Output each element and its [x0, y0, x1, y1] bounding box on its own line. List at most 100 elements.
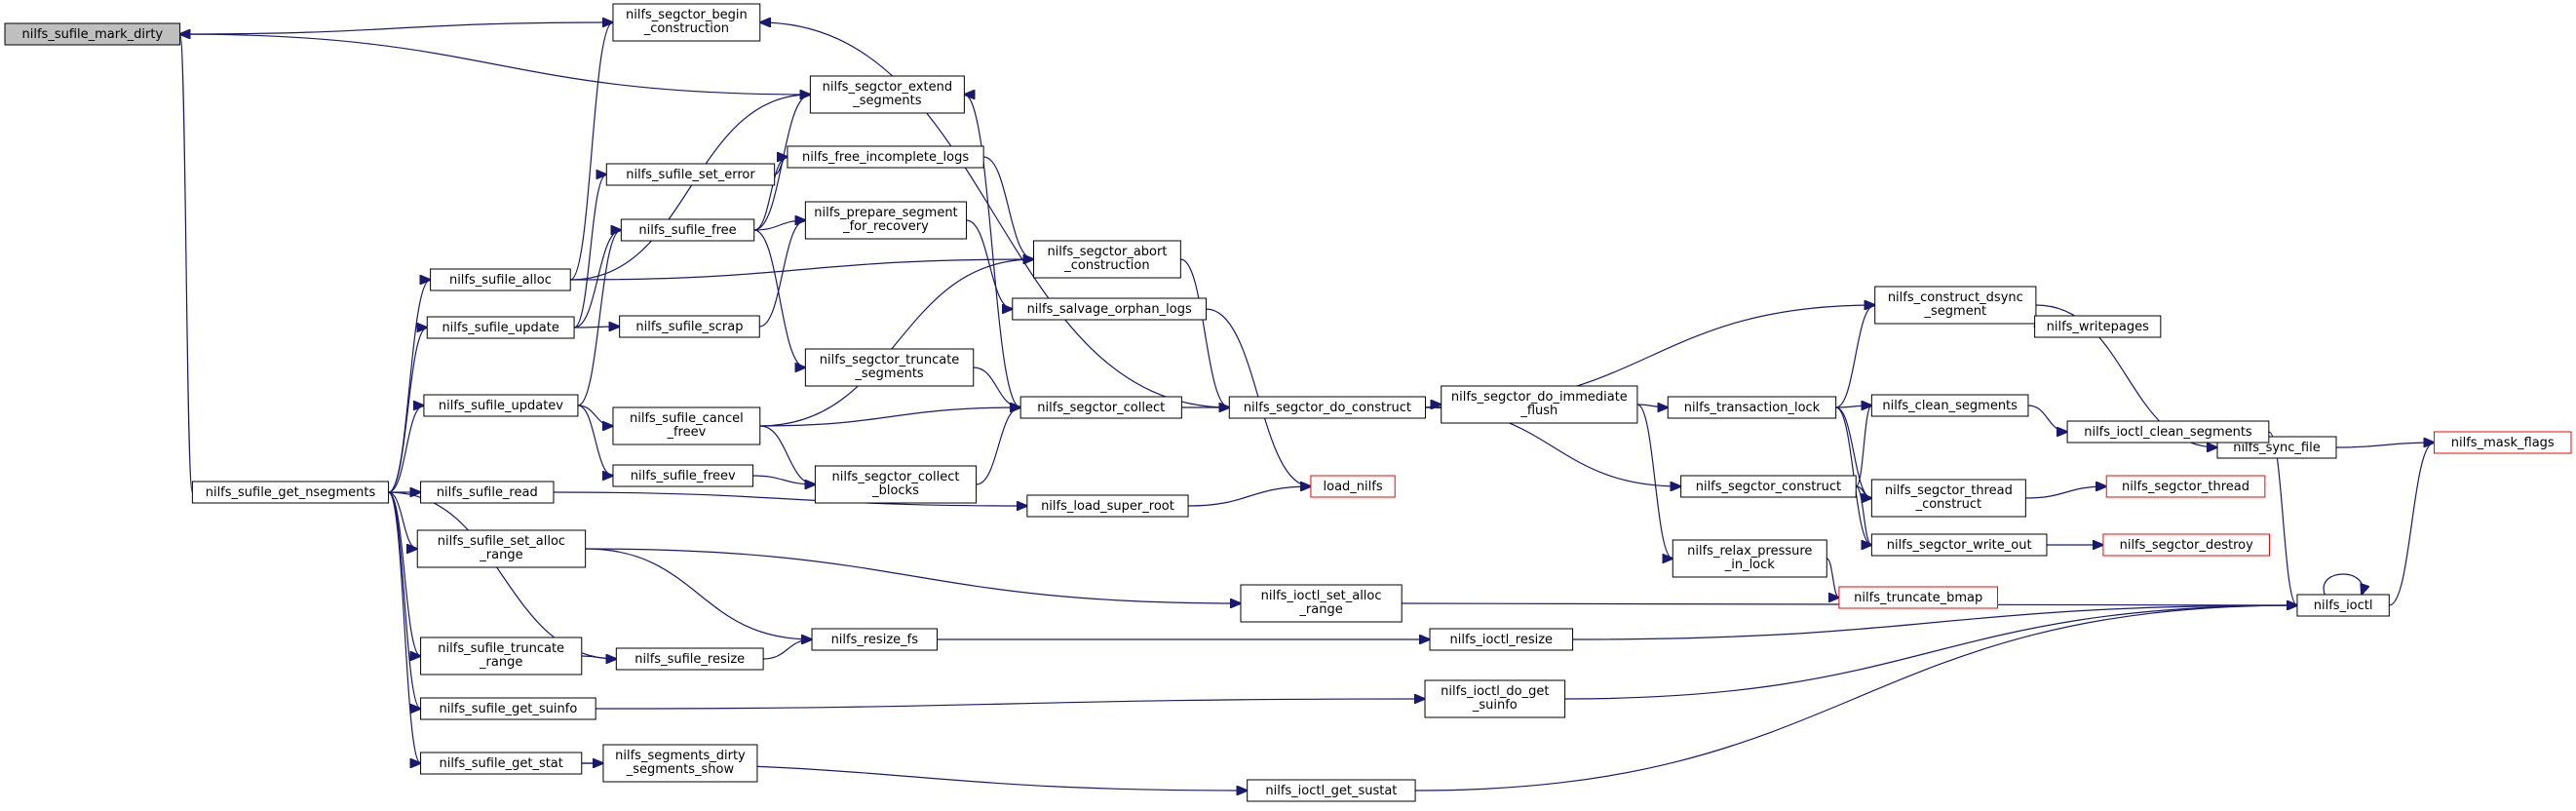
node-get-suinfo[interactable]: nilfs_sufile_get_suinfo [420, 697, 596, 720]
node-salvage-orphan-logs[interactable]: nilfs_salvage_orphan_logs [1012, 297, 1208, 321]
node-ioctl[interactable]: nilfs_ioctl [2296, 594, 2390, 617]
edge-sufile-updatev-to-sufile-freev [577, 405, 613, 476]
edge-transaction-lock-to-clean-segments [1835, 406, 1872, 407]
edge-get-nsegments-to-get-suinfo [388, 491, 421, 709]
edge-sufile-update-to-sufile-scrap [574, 327, 620, 328]
node-clean-segments[interactable]: nilfs_clean_segments [1870, 394, 2029, 417]
node-free-incomplete-logs[interactable]: nilfs_free_incomplete_logs [787, 145, 984, 169]
node-cancel-freev[interactable]: nilfs_sufile_cancel_freev [612, 406, 761, 445]
node-label: nilfs_relax_pressure [1687, 544, 1812, 559]
node-box [620, 218, 755, 242]
node-sufile-free[interactable]: nilfs_sufile_free [620, 218, 755, 242]
node-label: nilfs_ioctl [2314, 599, 2373, 613]
node-mark-dirty[interactable]: nilfs_sufile_mark_dirty [4, 22, 181, 46]
node-ioctl-set-alloc-range[interactable]: nilfs_ioctl_set_alloc_range [1240, 584, 1403, 623]
node-mask-flags[interactable]: nilfs_mask_flags [2433, 431, 2572, 454]
node-label: nilfs_sufile_read [437, 485, 538, 500]
node-truncate-bmap[interactable]: nilfs_truncate_bmap [1838, 586, 1998, 609]
node-sync-file[interactable]: nilfs_sync_file [2216, 436, 2337, 459]
node-ioctl-clean-segments[interactable]: nilfs_ioctl_clean_segments [2066, 420, 2270, 444]
node-box [2034, 315, 2162, 338]
edge-begin-construction-to-mark-dirty [180, 21, 613, 34]
node-write-out[interactable]: nilfs_segctor_write_out [1870, 533, 2048, 557]
node-box [1026, 494, 1189, 518]
node-label: _suinfo [1472, 698, 1518, 713]
node-thread-construct[interactable]: nilfs_segctor_thread_construct [1870, 479, 2026, 518]
node-sufile-alloc[interactable]: nilfs_sufile_alloc [430, 268, 571, 291]
node-box [420, 481, 555, 504]
node-segctor-thread[interactable]: nilfs_segctor_thread [2105, 475, 2266, 498]
node-segctor-construct[interactable]: nilfs_segctor_construct [1680, 475, 1857, 498]
node-label: nilfs_resize_fs [831, 633, 919, 647]
node-box [804, 348, 975, 387]
edge-abort-construction-to-do-construct [1180, 258, 1229, 407]
node-get-nsegments[interactable]: nilfs_sufile_get_nsegments [191, 481, 390, 504]
edge-sufile-alloc-to-extend-segments [570, 95, 810, 281]
node-construct-dsync[interactable]: nilfs_construct_dsync_segment [1874, 286, 2037, 325]
node-truncate-segments[interactable]: nilfs_segctor_truncate_segments [804, 348, 975, 387]
node-label: nilfs_segctor_truncate [820, 353, 960, 367]
edge-get-nsegments-to-mark-dirty [180, 34, 193, 493]
node-collect-blocks[interactable]: nilfs_segctor_collect_blocks [814, 465, 978, 504]
node-label: nilfs_sufile_resize [634, 652, 745, 667]
node-label: nilfs_truncate_bmap [1854, 591, 1982, 605]
node-ioctl-resize[interactable]: nilfs_ioctl_resize [1429, 628, 1574, 651]
node-label: nilfs_segctor_do_construct [1244, 401, 1411, 415]
node-label: nilfs_mask_flags [2451, 436, 2555, 450]
node-label: nilfs_load_super_root [1041, 499, 1174, 514]
node-sufile-read[interactable]: nilfs_sufile_read [420, 481, 555, 504]
node-sufile-update[interactable]: nilfs_sufile_update [426, 316, 575, 339]
node-box [1019, 396, 1182, 419]
node-load-nilfs[interactable]: load_nilfs [1310, 475, 1396, 498]
function-nodes: nilfs_sufile_mark_dirty nilfs_segctor_beg… [4, 3, 2572, 802]
node-box [416, 529, 587, 568]
edge-get-nsegments-to-set-alloc-range [388, 491, 418, 549]
node-ioctl-get-sustat[interactable]: nilfs_ioctl_get_sustat [1247, 779, 1416, 802]
node-box [1838, 586, 1998, 609]
node-writepages[interactable]: nilfs_writepages [2034, 315, 2162, 338]
node-segctor-destroy[interactable]: nilfs_segctor_destroy [2102, 533, 2271, 557]
edge-extend-segments-to-mark-dirty [180, 34, 811, 96]
edge-sufile-read-to-load-super-root [553, 491, 1027, 506]
node-abort-construction[interactable]: nilfs_segctor_abort_construction [1033, 240, 1181, 279]
node-box [2102, 533, 2271, 557]
node-relax-pressure[interactable]: nilfs_relax_pressure_in_lock [1672, 539, 1827, 578]
node-sufile-freev[interactable]: nilfs_sufile_freev [612, 464, 754, 487]
node-box [2105, 475, 2266, 498]
node-label: nilfs_free_incomplete_logs [802, 150, 969, 165]
node-box [420, 697, 596, 720]
node-set-alloc-range[interactable]: nilfs_sufile_set_alloc_range [416, 529, 587, 568]
node-resize-fs[interactable]: nilfs_resize_fs [811, 628, 939, 651]
node-label: _segments [854, 367, 924, 381]
node-label: _flush [1519, 404, 1557, 418]
node-prepare-segment[interactable]: nilfs_prepare_segment_for_recovery [804, 201, 968, 240]
node-sufile-scrap[interactable]: nilfs_sufile_scrap [619, 315, 760, 338]
node-label: nilfs_segctor_abort [1047, 245, 1167, 259]
edge-clean-segments-to-ioctl-clean-segments [2027, 405, 2067, 432]
node-get-stat[interactable]: nilfs_sufile_get_stat [420, 752, 583, 775]
node-ioctl-do-get-suinfo[interactable]: nilfs_ioctl_do_get_suinfo [1424, 679, 1566, 718]
edge-sync-file-to-mask-flags [2335, 443, 2434, 448]
node-box [1870, 533, 2048, 557]
node-extend-segments[interactable]: nilfs_segctor_extend_segments [809, 75, 965, 114]
node-truncate-range[interactable]: nilfs_sufile_truncate_range [420, 637, 583, 676]
node-segctor-collect[interactable]: nilfs_segctor_collect [1019, 396, 1182, 419]
node-do-immediate-flush[interactable]: nilfs_segctor_do_immediate_flush [1441, 385, 1638, 424]
edge-load-super-root-to-load-nilfs [1188, 486, 1311, 507]
node-box [426, 316, 575, 339]
node-label: nilfs_sufile_scrap [635, 320, 743, 334]
node-box [1033, 240, 1181, 279]
node-set-error[interactable]: nilfs_sufile_set_error [605, 163, 776, 186]
node-do-construct[interactable]: nilfs_segctor_do_construct [1228, 396, 1426, 419]
node-box [605, 163, 776, 186]
node-label: nilfs_segctor_destroy [2120, 538, 2254, 553]
node-box [420, 752, 583, 775]
node-begin-construction[interactable]: nilfs_segctor_begin_construction [612, 3, 761, 42]
node-sufile-updatev[interactable]: nilfs_sufile_updatev [423, 394, 579, 417]
node-load-super-root[interactable]: nilfs_load_super_root [1026, 494, 1189, 518]
node-sufile-resize[interactable]: nilfs_sufile_resize [615, 647, 764, 671]
node-box [1424, 679, 1566, 718]
edge-sufile-alloc-to-begin-construction [569, 22, 613, 281]
node-transaction-lock[interactable]: nilfs_transaction_lock [1667, 396, 1837, 419]
node-dirty-segments-show[interactable]: nilfs_segments_dirty_segments_show [602, 744, 758, 783]
